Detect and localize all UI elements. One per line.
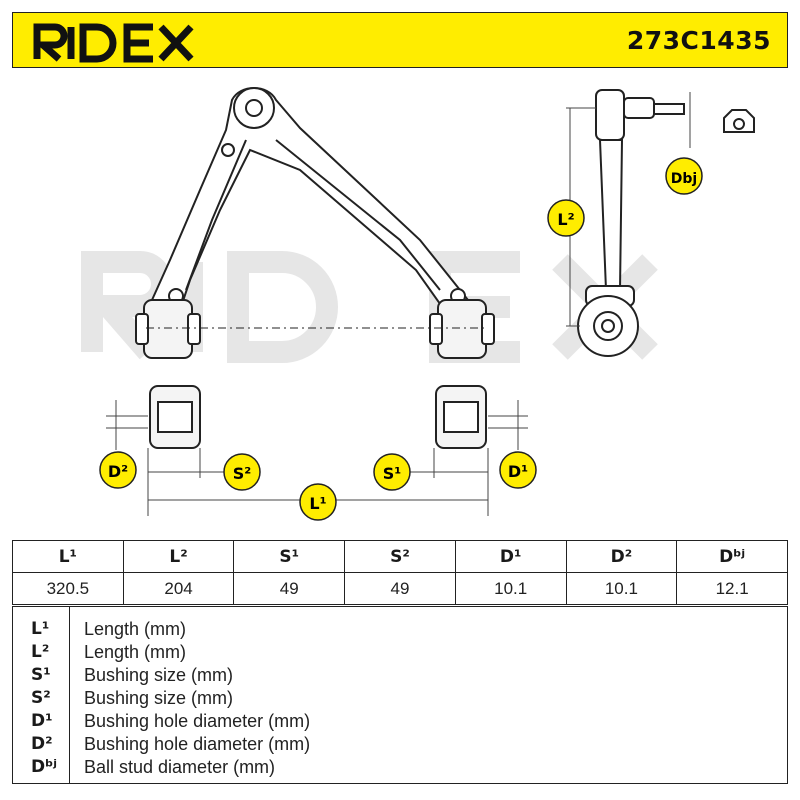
legend-row: S¹ Bushing size (mm) — [13, 665, 787, 687]
legend-symbol: D¹ — [31, 711, 53, 731]
legend: L¹ Length (mm) L² Length (mm) S¹ Bushing… — [12, 606, 788, 784]
bushing-detail-left — [149, 385, 201, 449]
legend-divider — [69, 607, 70, 783]
legend-row: L¹ Length (mm) — [13, 619, 787, 641]
header-Dbj: Dᵇʲ — [676, 540, 788, 573]
legend-symbol: L¹ — [31, 619, 50, 639]
value-L2: 204 — [122, 572, 235, 605]
label-L1: L¹ — [309, 494, 326, 513]
legend-row: D² Bushing hole diameter (mm) — [13, 734, 787, 756]
legend-description: Bushing size (mm) — [84, 688, 234, 708]
value-D2: 10.1 — [565, 572, 678, 605]
dimension-labels: L² Dbj D² S² S¹ D¹ L¹ — [99, 157, 703, 521]
header-D2: D² — [565, 540, 678, 573]
label-S1: S¹ — [383, 464, 402, 483]
value-Dbj: 12.1 — [676, 572, 788, 605]
legend-symbol: Dᵇʲ — [31, 757, 57, 777]
part-number: 273C1435 — [626, 26, 771, 55]
legend-description: Bushing hole diameter (mm) — [84, 734, 311, 754]
legend-row: Dᵇʲ Ball stud diameter (mm) — [13, 757, 787, 779]
legend-description: Length (mm) — [84, 642, 187, 662]
legend-description: Length (mm) — [84, 619, 187, 639]
legend-row: S² Bushing size (mm) — [13, 688, 787, 710]
value-L1: 320.5 — [12, 572, 124, 605]
legend-symbol: S² — [31, 688, 51, 708]
legend-symbol: L² — [31, 642, 50, 662]
control-arm-drawing — [135, 87, 495, 359]
legend-row: L² Length (mm) — [13, 642, 787, 664]
value-S2: 49 — [344, 572, 456, 605]
header-L2: L² — [122, 540, 235, 573]
ridex-logo — [33, 23, 194, 63]
value-D1: 10.1 — [454, 572, 567, 605]
label-Dbj: Dbj — [671, 171, 697, 187]
control-arm-side-view — [577, 89, 685, 357]
header-S1: S¹ — [233, 540, 346, 573]
value-S1: 49 — [233, 572, 346, 605]
nut-icon — [723, 109, 755, 133]
label-D1: D¹ — [508, 462, 528, 481]
header-S2: S² — [344, 540, 456, 573]
technical-drawing: L² Dbj D² S² S¹ D¹ L¹ — [81, 87, 755, 521]
label-D2: D² — [108, 462, 128, 481]
specs-value-row: 320.5 204 49 49 10.1 10.1 12.1 — [12, 572, 788, 605]
label-L2: L² — [557, 210, 574, 229]
legend-description: Bushing size (mm) — [84, 665, 234, 685]
legend-description: Ball stud diameter (mm) — [84, 757, 276, 777]
header-bar: 273C1435 — [12, 12, 788, 68]
bushing-detail-right — [435, 385, 487, 449]
header-L1: L¹ — [12, 540, 124, 573]
specs-table: L¹ L² S¹ S² D¹ D² Dᵇʲ 320.5 204 49 49 10… — [12, 540, 788, 605]
legend-symbol: S¹ — [31, 665, 51, 685]
legend-symbol: D² — [31, 734, 53, 754]
specs-header-row: L¹ L² S¹ S² D¹ D² Dᵇʲ — [12, 540, 788, 573]
legend-row: D¹ Bushing hole diameter (mm) — [13, 711, 787, 733]
header-D1: D¹ — [454, 540, 567, 573]
legend-description: Bushing hole diameter (mm) — [84, 711, 311, 731]
label-S2: S² — [233, 464, 252, 483]
